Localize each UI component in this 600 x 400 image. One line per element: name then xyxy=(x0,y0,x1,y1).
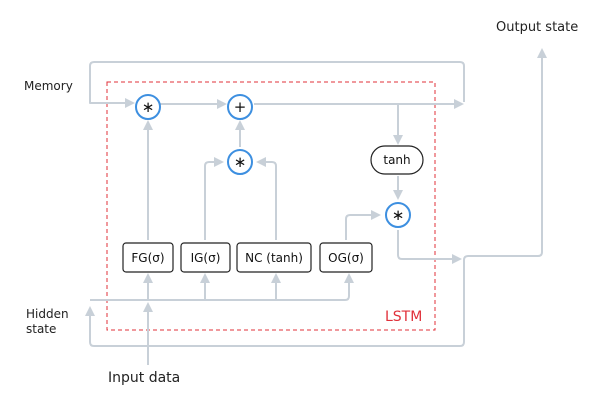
og-to-multiply-wire xyxy=(345,210,381,240)
output-multiply-operator: ∗ xyxy=(385,202,411,228)
new-candidate-box: NC (tanh) xyxy=(236,242,312,273)
lstm-boundary xyxy=(106,81,436,331)
input-gate-box: IG(σ) xyxy=(180,242,231,273)
hidden-state-label-line1: Hidden xyxy=(26,307,69,321)
hidden-state-label-line2: state xyxy=(26,322,56,336)
output-gate-box: OG(σ) xyxy=(319,242,373,273)
forget-gate-label: FG(σ) xyxy=(131,251,164,265)
hidden-state-loop-wire xyxy=(85,300,465,347)
memory-label: Memory xyxy=(24,79,73,93)
multiply-glyph: ∗ xyxy=(392,206,405,224)
add-operator: + xyxy=(227,94,253,120)
connection-wires xyxy=(85,48,547,365)
output-state-label: Output state xyxy=(496,20,578,35)
forget-gate-box: FG(σ) xyxy=(122,242,174,273)
memory-loop-wire xyxy=(89,61,465,108)
nc-to-multiply-wire xyxy=(256,157,277,240)
output-path-wire xyxy=(397,230,462,264)
new-candidate-label: NC (tanh) xyxy=(245,251,303,265)
input-gate-label: IG(σ) xyxy=(191,251,221,265)
hidden-input-bus-wire xyxy=(90,273,354,301)
input-data-label: Input data xyxy=(108,370,180,386)
forget-multiply-operator: ∗ xyxy=(135,94,161,120)
output-gate-label: OG(σ) xyxy=(328,251,364,265)
lstm-label: LSTM xyxy=(385,309,422,325)
tanh-box: tanh xyxy=(370,145,424,175)
multiply-glyph: ∗ xyxy=(142,98,155,116)
add-glyph: + xyxy=(234,98,247,116)
ig-to-multiply-wire xyxy=(204,157,224,240)
input-multiply-operator: ∗ xyxy=(227,149,253,175)
output-state-up-wire xyxy=(463,48,547,342)
multiply-glyph: ∗ xyxy=(234,153,247,171)
tanh-label: tanh xyxy=(383,153,410,167)
